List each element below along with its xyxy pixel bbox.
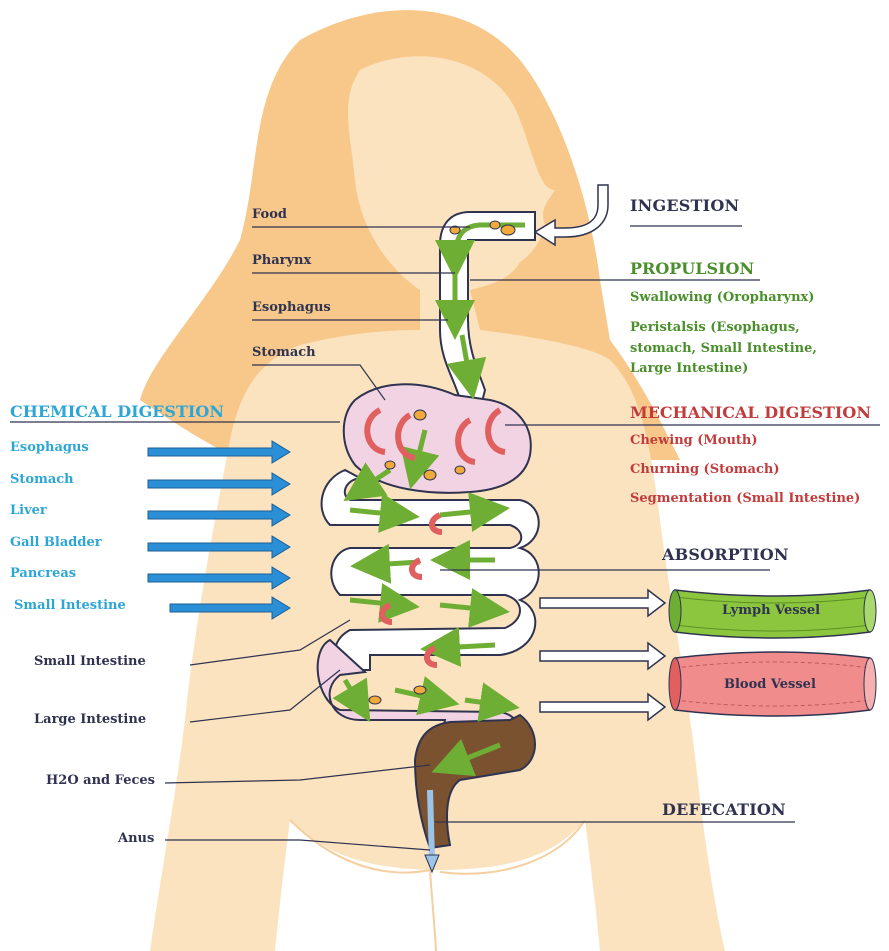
mechanical-item: Chewing (Mouth) xyxy=(630,433,758,449)
propulsion-peristalsis-1: Peristalsis (Esophagus, xyxy=(630,320,800,336)
mechanical-item: Churning (Stomach) xyxy=(630,462,779,478)
label-large-intestine: Large Intestine xyxy=(34,712,146,728)
label-pharynx: Pharynx xyxy=(252,253,311,269)
propulsion-title: PROPULSION xyxy=(630,259,754,278)
chemical-item: Pancreas xyxy=(10,566,76,582)
anus-channel xyxy=(430,790,432,860)
chemical-item: Gall Bladder xyxy=(10,535,102,551)
chemical-digestion-title: CHEMICAL DIGESTION xyxy=(10,402,224,421)
mechanical-digestion-title: MECHANICAL DIGESTION xyxy=(630,403,871,422)
label-anus: Anus xyxy=(118,831,154,847)
label-h2o-feces: H2O and Feces xyxy=(46,773,155,789)
mechanical-item: Segmentation (Small Intestine) xyxy=(630,491,860,507)
label-esophagus: Esophagus xyxy=(252,300,331,316)
propulsion-peristalsis-3: Large Intestine) xyxy=(630,361,748,377)
absorption-title: ABSORPTION xyxy=(662,545,789,564)
leg-gap xyxy=(430,870,436,951)
label-food: Food xyxy=(252,207,287,223)
ingestion-title: INGESTION xyxy=(630,196,739,215)
chemical-item: Stomach xyxy=(10,472,74,488)
propulsion-swallowing: Swallowing (Oropharynx) xyxy=(630,290,814,306)
propulsion-peristalsis-2: stomach, Small Intestine, xyxy=(630,341,817,357)
chemical-item: Esophagus xyxy=(10,440,89,456)
label-stomach: Stomach xyxy=(252,345,316,361)
defecation-title: DEFECATION xyxy=(662,800,786,819)
label-small-intestine: Small Intestine xyxy=(34,654,146,670)
chemical-item: Liver xyxy=(10,503,47,519)
blood-vessel-label: Blood Vessel xyxy=(724,677,816,693)
chemical-item: Small Intestine xyxy=(14,598,126,614)
lymph-vessel-label: Lymph Vessel xyxy=(722,603,820,619)
